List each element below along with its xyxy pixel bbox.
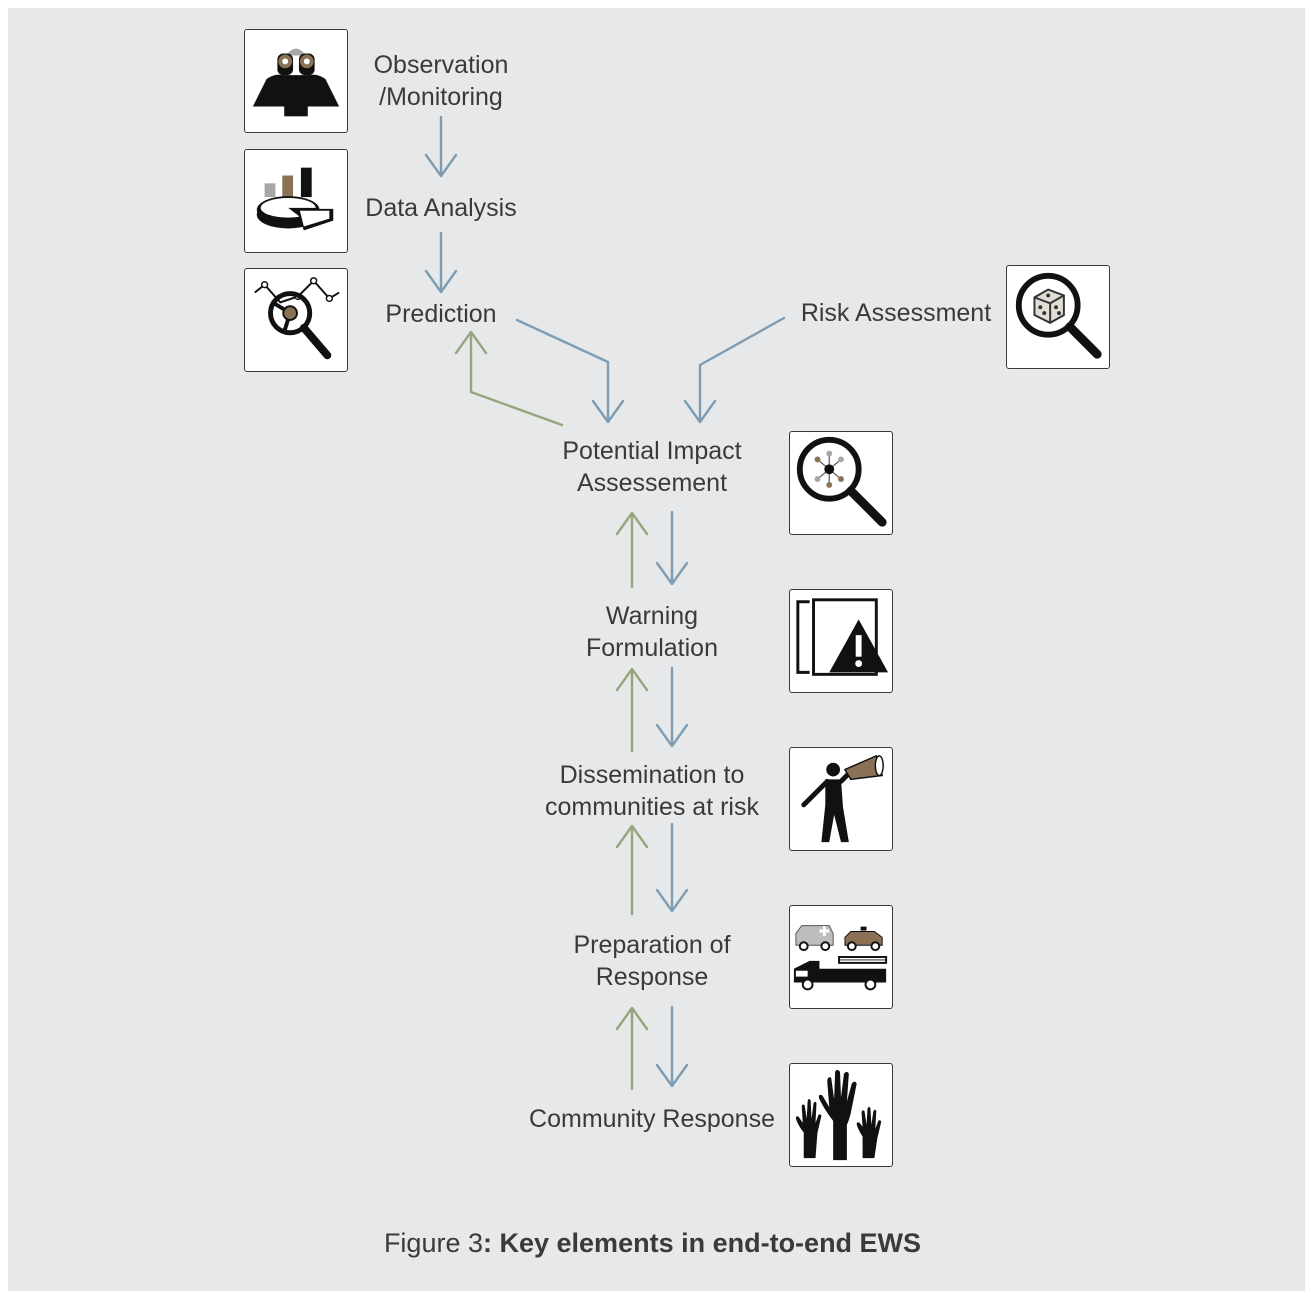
figure-caption: Figure 3: Key elements in end-to-end EWS [0, 1228, 1305, 1259]
node-warning-line2: Formulation [586, 634, 718, 662]
node-risk-assessment: Risk Assessment [801, 297, 991, 329]
feedback-preparation-to-dissemination [615, 824, 649, 916]
feedback-warning-to-impact [615, 511, 649, 589]
arrow-risk-to-impact [683, 316, 786, 424]
node-preparation-line1: Preparation of [573, 931, 731, 959]
node-data-analysis: Data Analysis [365, 192, 516, 224]
caption-prefix: Figure 3 [383, 1228, 483, 1258]
arrow-dissemination-to-preparation [655, 822, 689, 913]
feedback-dissemination-to-warning [615, 667, 649, 753]
arrow-warning-to-dissemination [655, 666, 689, 748]
node-dissemination: Dissemination to communities at risk [545, 759, 759, 823]
figure-panel [8, 8, 1305, 1291]
node-dissemination-line1: Dissemination to [559, 761, 745, 789]
pie-bar-chart-icon [244, 149, 348, 253]
feedback-arrows [454, 330, 649, 1091]
node-community-line1: Community Response [529, 1105, 775, 1133]
arrow-impact-to-warning [655, 510, 689, 586]
node-impact-line1: Potential Impact [562, 437, 742, 465]
feedback-impact-to-prediction [454, 330, 564, 427]
binoculars-icon [244, 29, 348, 133]
feedback-community-to-preparation [615, 1006, 649, 1091]
node-warning-line1: Warning [605, 602, 699, 630]
node-preparation: Preparation of Response [573, 929, 730, 993]
arrow-preparation-to-community [655, 1005, 689, 1088]
emergency-vehicles-icon [789, 905, 893, 1009]
node-community: Community Response [529, 1103, 775, 1135]
node-data-analysis-line1: Data Analysis [365, 194, 517, 222]
dice-magnifier-icon [1006, 265, 1110, 369]
network-magnifier-icon [789, 431, 893, 535]
node-dissemination-line2: communities at risk [545, 793, 759, 821]
node-preparation-line2: Response [595, 963, 709, 991]
node-observation-line2: /Monitoring [379, 83, 503, 111]
arrow-prediction-to-impact [515, 318, 625, 424]
node-impact-line2: Assessement [576, 469, 728, 497]
arrow-observation-to-analysis [424, 115, 458, 178]
node-observation-line1: Observation [373, 51, 509, 79]
node-prediction-line1: Prediction [385, 300, 497, 328]
warning-document-icon [789, 589, 893, 693]
raised-hands-icon [789, 1063, 893, 1167]
arrow-analysis-to-prediction [424, 231, 458, 294]
forecast-magnifier-icon [244, 268, 348, 372]
node-warning: Warning Formulation [586, 600, 718, 664]
megaphone-person-icon [789, 747, 893, 851]
node-impact-assessment: Potential Impact Assessement [562, 435, 741, 499]
node-risk-assessment-line1: Risk Assessment [800, 299, 992, 327]
node-observation: Observation /Monitoring [374, 49, 509, 113]
downward-arrows [424, 115, 786, 1088]
caption-title: : Key elements in end-to-end EWS [483, 1228, 922, 1258]
node-prediction: Prediction [385, 298, 496, 330]
